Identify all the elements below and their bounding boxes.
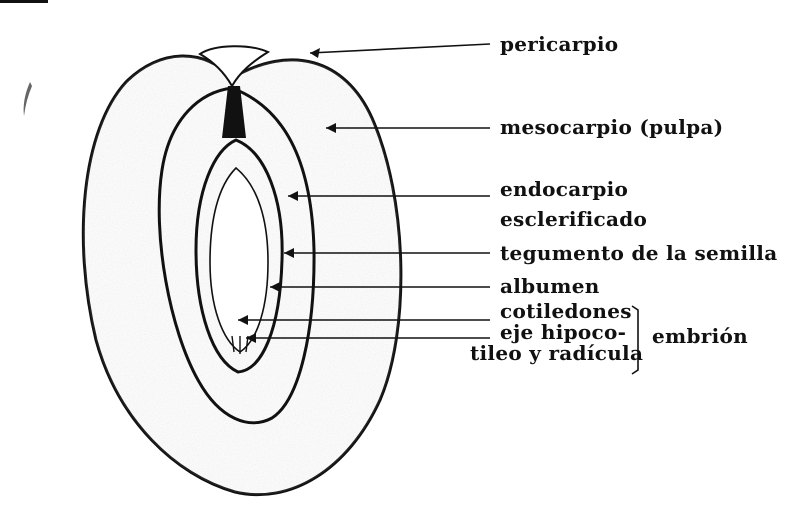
label-tileo-radicula: tileo y radícula: [470, 341, 643, 365]
label-pericarpio: pericarpio: [500, 32, 618, 56]
corner-mark: [0, 0, 48, 3]
label-embrion: embrión: [652, 324, 748, 348]
stray-mark: [24, 82, 32, 116]
label-albumen: albumen: [500, 274, 600, 298]
label-mesocarpio: mesocarpio (pulpa): [500, 115, 723, 139]
arrow-pericarpio: [310, 48, 320, 58]
label-endocarpio: endocarpio: [500, 177, 628, 201]
label-esclerificado: esclerificado: [500, 207, 647, 231]
leader-pericarpio: [310, 44, 490, 53]
label-tegumento: tegumento de la semilla: [500, 241, 777, 265]
